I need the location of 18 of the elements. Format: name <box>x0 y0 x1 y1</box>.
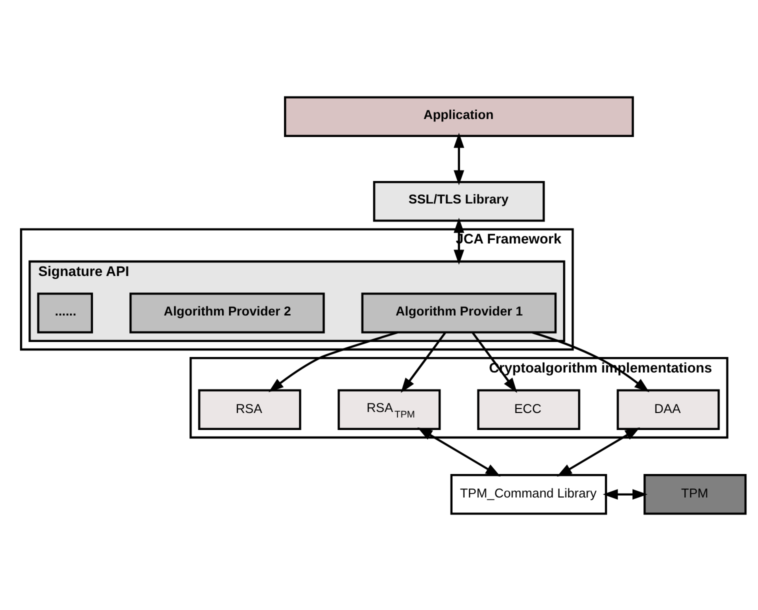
node-box: Algorithm Provider 1 <box>361 292 557 333</box>
node-box: ...... <box>37 292 93 333</box>
arrow <box>472 332 518 392</box>
arrow <box>556 426 640 476</box>
arrow <box>400 332 446 392</box>
node-box: Application <box>284 96 634 136</box>
arrow <box>454 217 464 264</box>
node-box: RSA$_{TPM}$ <box>338 388 441 430</box>
node-box: SSL/TLS Library <box>373 180 545 222</box>
arrow <box>454 132 464 185</box>
node-box: TPM <box>644 474 747 514</box>
arrow <box>417 426 501 476</box>
arrow <box>602 488 648 500</box>
node-box: DAA <box>616 388 720 430</box>
node-box: ECC <box>477 388 580 430</box>
node-box: TPM_Command Library <box>450 474 608 514</box>
node-box: Algorithm Provider 2 <box>129 292 325 333</box>
node-box: RSA <box>198 388 302 430</box>
